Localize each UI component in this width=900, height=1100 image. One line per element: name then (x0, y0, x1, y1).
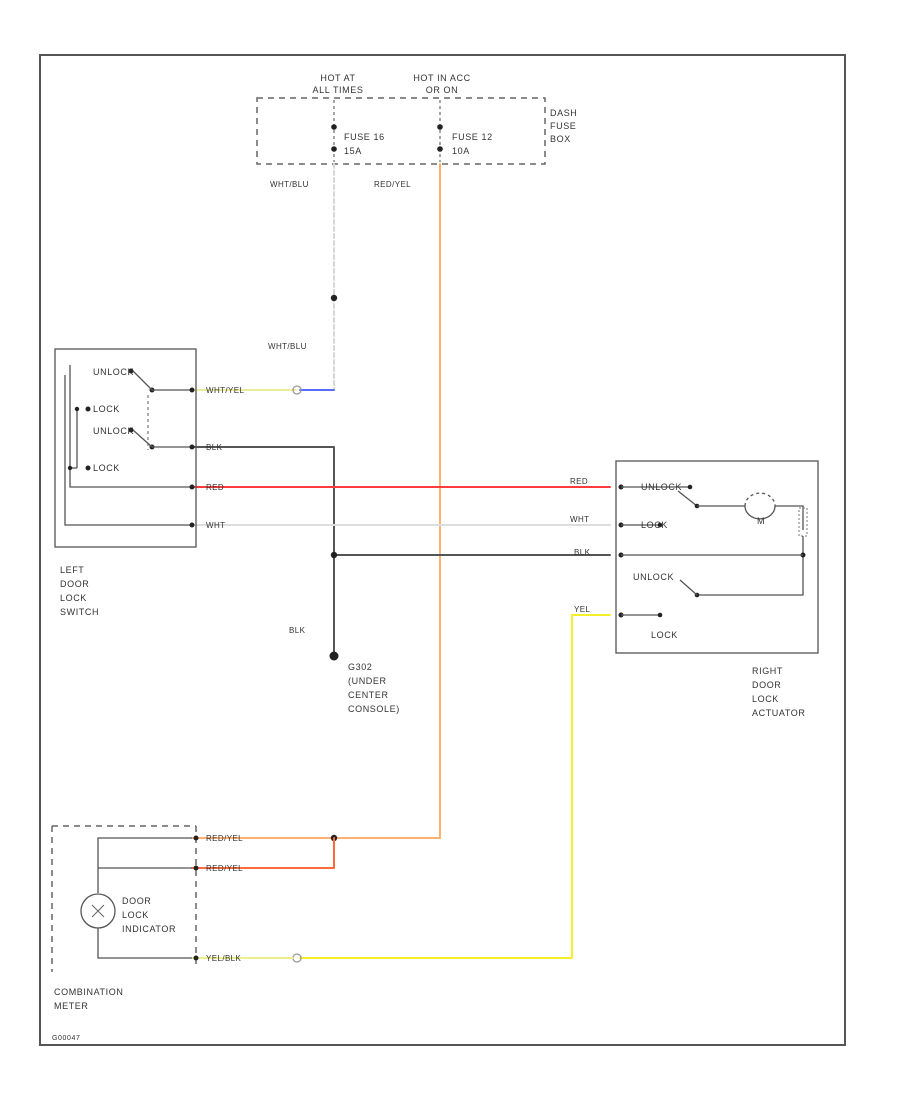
ground-label-2: (UNDER (348, 676, 387, 686)
door-lock-indicator-1: DOOR (122, 896, 151, 906)
left-switch-label-3: LOCK (60, 593, 87, 603)
hot-at-all-times-line1: HOT AT (320, 73, 355, 83)
right-actuator-unlock-2: UNLOCK (633, 572, 674, 582)
dash-fuse-box-label-1: DASH (550, 108, 577, 118)
fuse-16-terminal-bottom (331, 146, 337, 152)
wire-wht-blu: WHT/BLU WHT/BLU (268, 163, 338, 391)
wire-label-wht-left: WHT (206, 521, 225, 530)
figure-code: G00047 (52, 1035, 81, 1042)
combination-meter-label-1: COMBINATION (54, 987, 123, 997)
wire-red: RED RED (191, 477, 611, 492)
ground-label-3: CENTER (348, 690, 389, 700)
ground-label: G302 (UNDER CENTER CONSOLE) (348, 662, 400, 714)
right-actuator-label-3: LOCK (752, 694, 779, 704)
fuse-12-label: FUSE 12 (452, 132, 493, 142)
left-switch-lock-1: LOCK (93, 404, 120, 414)
right-actuator-unlock-1: UNLOCK (641, 482, 682, 492)
dash-fuse-box-label-3: BOX (550, 134, 571, 144)
motor-icon (744, 505, 776, 520)
wire-label-red-right: RED (570, 477, 588, 486)
hot-at-all-times-line2: ALL TIMES (313, 85, 364, 95)
ground-label-4: CONSOLE) (348, 704, 400, 714)
hot-in-acc-line2: OR ON (426, 85, 459, 95)
wire-yel: YEL YEL/BLK (191, 605, 611, 963)
wire-meter-red-yel: RED/YEL RED/YEL (191, 834, 338, 873)
door-lock-indicator-3: INDICATOR (122, 924, 176, 934)
wire-label-wht-yel: WHT/YEL (206, 386, 245, 395)
left-switch-label-4: SWITCH (60, 607, 99, 617)
diagram-frame (39, 54, 846, 1046)
dash-fuse-box: HOT AT ALL TIMES HOT IN ACC OR ON FUSE 1… (256, 73, 577, 165)
right-actuator-lock-1: LOCK (641, 520, 668, 530)
dash-fuse-box-label-2: FUSE (550, 121, 576, 131)
ground-g302 (329, 651, 339, 661)
wire-label-wht-blu-top: WHT/BLU (270, 180, 309, 189)
wire-label-blk-right: BLK (574, 548, 591, 557)
wire-label-yel-blk: YEL/BLK (206, 954, 242, 963)
connector-wht-yel (292, 385, 302, 395)
wire-label-blk-ground: BLK (289, 626, 306, 635)
wire-label-red-yel-meter-2: RED/YEL (206, 864, 243, 873)
wire-red-yel: RED/YEL (333, 163, 441, 839)
wire-label-yel-right: YEL (574, 605, 590, 614)
splice-wht-blu (330, 294, 338, 302)
right-actuator-lock-2: LOCK (651, 630, 678, 640)
wire-wht: WHT WHT (191, 515, 611, 530)
wire-label-red-yel-meter: RED/YEL (206, 834, 243, 843)
wire-label-red-yel-top: RED/YEL (374, 180, 411, 189)
right-actuator-label-1: RIGHT (752, 666, 783, 676)
fuse-12-terminal-top (437, 124, 443, 130)
left-switch-unlock-2: UNLOCK (93, 426, 134, 436)
motor-label: M (757, 516, 765, 526)
right-door-lock-actuator: M UNLOCK LOCK UNLOCK LOCK RIGHT DOOR LOC… (615, 460, 819, 718)
left-switch-lock-2: LOCK (93, 463, 120, 473)
fuse-16-label: FUSE 16 (344, 132, 385, 142)
left-switch-label-1: LEFT (60, 565, 84, 575)
left-switch-label-2: DOOR (60, 579, 89, 589)
splice-blk (330, 551, 338, 559)
fuse-16-rating: 15A (344, 146, 362, 156)
left-door-lock-switch: UNLOCK LOCK UNLOCK LOCK LEFT DOOR LOCK S… (54, 348, 197, 617)
left-switch-unlock-1: UNLOCK (93, 367, 134, 377)
wire-wht-yel: WHT/YEL (191, 385, 302, 395)
wire-label-red-left: RED (206, 483, 224, 492)
hot-in-acc-line1: HOT IN ACC (413, 73, 470, 83)
ground-label-1: G302 (348, 662, 372, 672)
right-actuator-label-4: ACTUATOR (752, 708, 805, 718)
fuse-12-rating: 10A (452, 146, 470, 156)
fuse-16-terminal-top (331, 124, 337, 130)
wire-label-wht-blu-mid: WHT/BLU (268, 342, 307, 351)
fuse-12-terminal-bottom (437, 146, 443, 152)
door-lock-indicator-2: LOCK (122, 910, 149, 920)
wire-label-blk-left: BLK (206, 443, 223, 452)
combination-meter: DOOR LOCK INDICATOR COMBINATION METER (51, 825, 199, 1011)
combination-meter-label-2: METER (54, 1001, 89, 1011)
wire-label-wht-right: WHT (570, 515, 589, 524)
wire-blk: BLK BLK BLK (191, 443, 611, 661)
right-actuator-label-2: DOOR (752, 680, 781, 690)
